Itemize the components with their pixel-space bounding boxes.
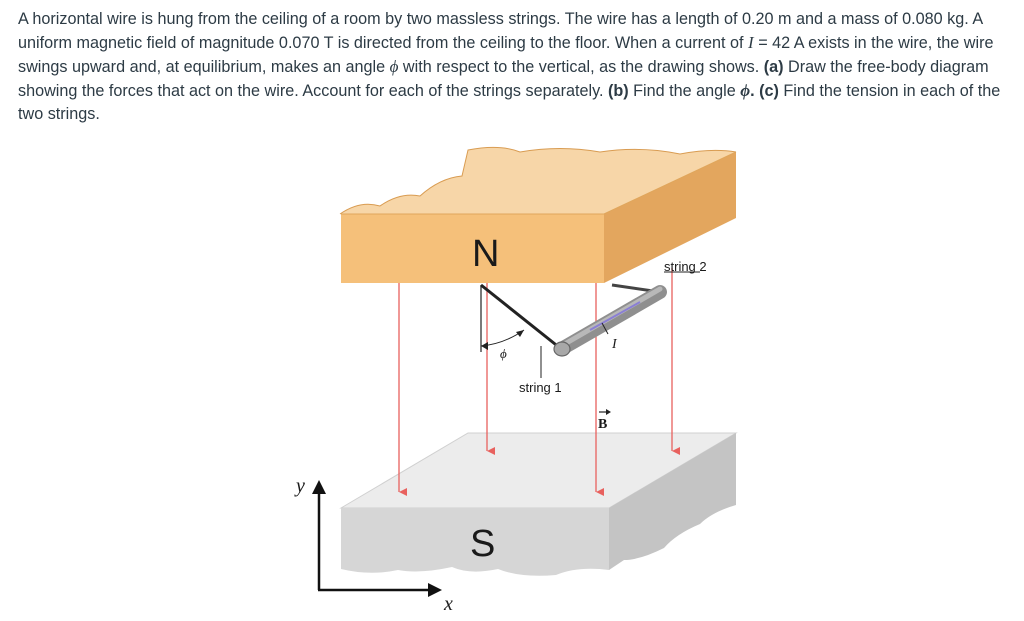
wire-assembly: [480, 283, 667, 357]
ceiling-block: [339, 146, 737, 283]
part-c-tag: (c): [759, 82, 779, 100]
coordinate-axes: [312, 480, 442, 597]
floor-block: [339, 432, 738, 576]
y-axis-label: y: [294, 475, 305, 497]
field-lines: [398, 268, 680, 496]
wire-end: [553, 341, 571, 357]
angle-symbol: ϕ: [389, 57, 399, 76]
string-1-label: string 1: [519, 380, 562, 395]
string-1: [480, 283, 561, 350]
problem-text-1: A horizontal wire is hung from the ceili…: [18, 10, 983, 52]
part-a-text: Draw the free-body diagram showing the f…: [18, 58, 989, 100]
current-pointer: [601, 322, 609, 335]
ceiling-top-face: [341, 147, 736, 214]
part-a-tag: (a): [763, 58, 784, 76]
north-pole-label: N: [472, 233, 499, 275]
x-axis-label: x: [443, 593, 453, 615]
angle-label: ϕ: [500, 346, 507, 361]
floor-front-face: [341, 508, 609, 576]
part-b-end: .: [750, 82, 755, 100]
current-label: I: [611, 337, 618, 352]
field-label: B: [598, 417, 607, 432]
ceiling-side-face: [604, 152, 736, 283]
floor-side-face: [609, 433, 736, 570]
part-b-text: Find the angle: [628, 82, 741, 100]
angle-symbol-bold: ϕ: [740, 81, 751, 100]
problem-text-3: with respect to the vertical, as the dra…: [398, 58, 764, 76]
problem-statement: A horizontal wire is hung from the ceili…: [18, 8, 1008, 126]
angle-indicator: [480, 285, 525, 352]
string-2-label: string 2: [664, 259, 707, 274]
current-variable: I: [748, 33, 754, 52]
current-arrow: [589, 301, 641, 331]
part-c-text: Find the tension in each of the two stri…: [18, 82, 1001, 123]
problem-text-2: = 42 A exists in the wire, the wire swin…: [18, 34, 994, 76]
wire: [556, 285, 667, 355]
south-pole-label: S: [470, 523, 495, 565]
part-b-tag: (b): [607, 82, 629, 100]
ceiling-front-face: [341, 214, 604, 283]
